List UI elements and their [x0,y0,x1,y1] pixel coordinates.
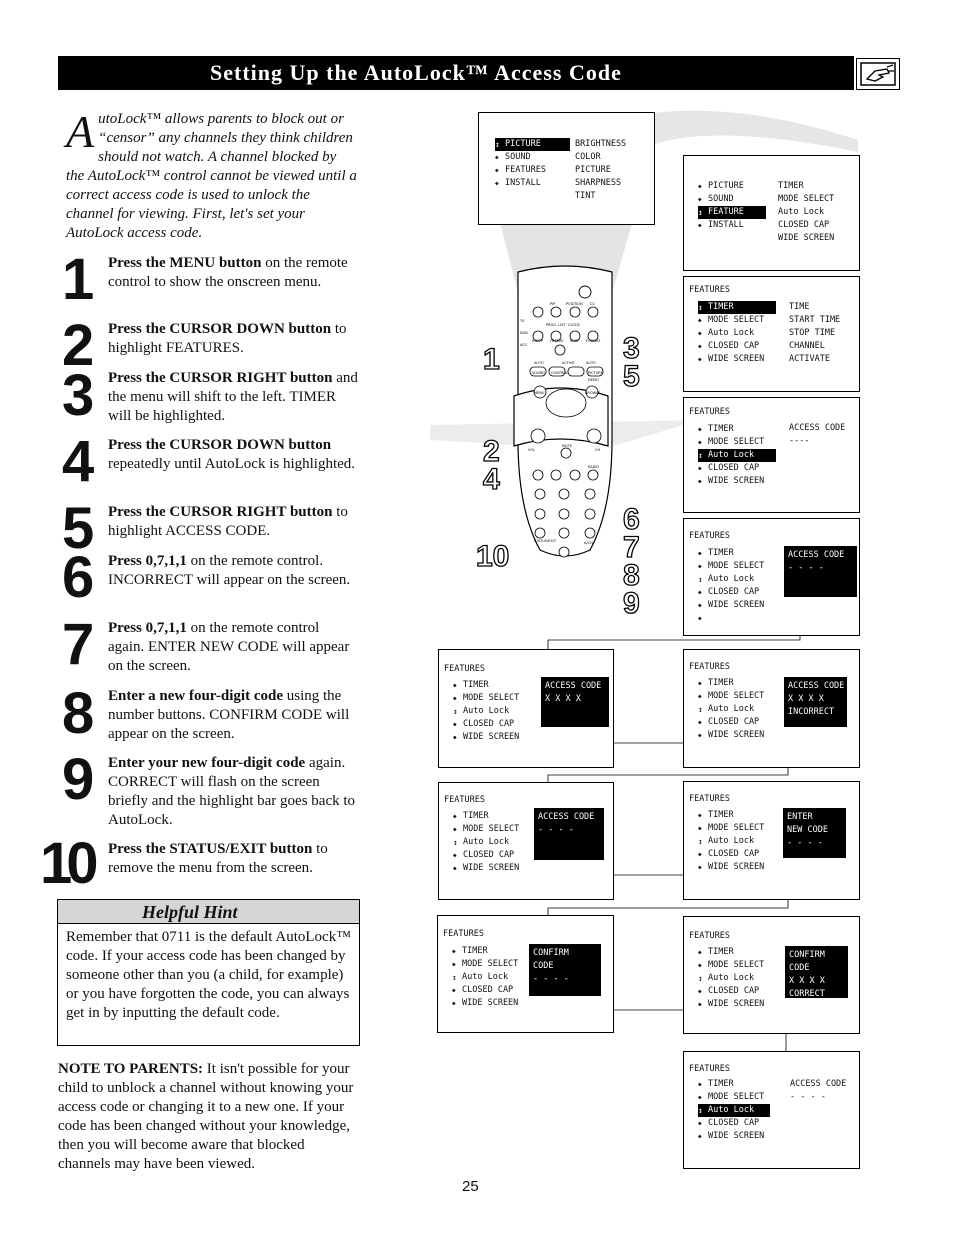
drop-cap: A [66,106,95,157]
callout-step-1: 1 [482,343,500,376]
screen-incorrect: FEATURES TIMER MODE SELECT Auto Lock CLO… [683,649,860,768]
helpful-hint-box [57,899,360,1046]
intro-text: utoLock™ allows parents to block out or … [66,111,357,241]
screen-main-menu: PICTURE SOUND FEATURES INSTALL BRIGHTNES… [478,112,655,225]
step-9-text: Enter your new four-digit code again. CO… [108,755,356,828]
svg-text:DEMO: DEMO [588,378,599,382]
callout-step-3-5: 3 5 [622,332,640,393]
step-1-text: Press the MENU button on the remote cont… [108,255,348,290]
svg-text:TV: TV [519,319,525,323]
svg-text:MUTE: MUTE [562,444,572,448]
svg-text:AUTO: AUTO [586,361,596,365]
svg-text:SURF: SURF [570,339,579,343]
svg-text:CLOCK: CLOCK [568,323,580,327]
screen-access-code: FEATURES TIMER MODE SELECT Auto Lock CLO… [683,518,860,636]
step-6-text: Press 0,7,1,1 on the remote control. INC… [108,553,351,588]
svg-text:PICTURE: PICTURE [588,371,603,375]
svg-text:PIP: PIP [550,302,555,306]
svg-text:FREEZE: FREEZE [550,339,563,343]
power-button [578,285,592,299]
screen-feature-menu: PICTURE SOUND FEATURE INSTALL TIMERMODE … [683,155,860,271]
svg-text:BROWSE: BROWSE [585,391,600,395]
svg-text:RADIO: RADIO [588,465,599,469]
svg-text:VOL: VOL [528,448,535,452]
page-number: 25 [462,1178,479,1195]
page-title: Setting Up the AutoLock™ Access Code [58,56,854,90]
step-number: 10 [40,831,98,896]
step-4-text: Press the CURSOR DOWN button repeatedly … [108,437,356,472]
step-5-text: Press the CURSOR RIGHT button to highlig… [108,504,348,539]
svg-text:ACTIVE: ACTIVE [562,361,575,365]
svg-text:STATUS/EXIT: STATUS/EXIT [534,539,557,543]
screen-code-entered: FEATURES TIMER MODE SELECT Auto Lock CLO… [438,649,614,768]
step-8-text: Enter a new four-digit code using the nu… [108,688,350,742]
svg-text:AUTO: AUTO [534,361,544,365]
step-7-text: Press 0,7,1,1 on the remote control agai… [108,620,350,674]
svg-text:SLEEP: SLEEP [532,339,543,343]
screen-correct: FEATURES TIMER MODE SELECT Auto Lock CLO… [683,916,860,1034]
svg-text:POSITION: POSITION [566,302,583,306]
page-title-text: Setting Up the AutoLock™ Access Code [210,60,622,85]
svg-text:ACC: ACC [520,343,528,347]
callout-step-2-4: 2 4 [482,435,500,496]
pointing-hand-icon [856,58,900,90]
svg-text:CH: CH [595,448,600,452]
note-to-parents: NOTE TO PARENTS: It isn't possible for y… [58,1061,354,1172]
helpful-hint-heading: Helpful Hint [58,900,359,924]
step-2-text: Press the CURSOR DOWN button to highligh… [108,321,347,356]
svg-text:A/CH: A/CH [584,541,593,545]
svg-text:FORMAT: FORMAT [586,339,601,343]
callout-step-10: 10 [475,540,510,573]
svg-text:CONTROL: CONTROL [551,371,568,375]
screen-enter-new-code: FEATURES TIMER MODE SELECT Auto Lock CLO… [683,781,860,900]
screen-timer-highlight: FEATURES TIMER MODE SELECT Auto Lock CLO… [683,276,860,392]
svg-text:MENU: MENU [534,391,545,395]
svg-text:DVD: DVD [520,331,528,335]
screen-confirm-code: FEATURES TIMER MODE SELECT Auto Lock CLO… [437,915,614,1033]
svg-text:SOUND: SOUND [532,371,545,375]
remote-control: TV DVD ACC PIP POSITION CC PROG. LIST CL… [513,265,613,558]
helpful-hint-text: Remember that 0711 is the default AutoLo… [66,929,351,1021]
step-3-text: Press the CURSOR RIGHT button and the me… [108,370,358,424]
screen-autolock-highlight: FEATURES TIMER MODE SELECT Auto Lock CLO… [683,397,860,513]
step-10-text: Press the STATUS/EXIT button to remove t… [108,841,328,876]
screen-back-to-autolock: FEATURES TIMER MODE SELECT Auto Lock CLO… [683,1051,860,1169]
callout-step-6-9: 6 7 8 9 [622,503,640,620]
screen-new-code-blank: FEATURES TIMER MODE SELECT Auto Lock CLO… [438,782,614,900]
svg-text:CC: CC [590,302,595,306]
svg-text:PROG. LIST: PROG. LIST [546,323,566,327]
